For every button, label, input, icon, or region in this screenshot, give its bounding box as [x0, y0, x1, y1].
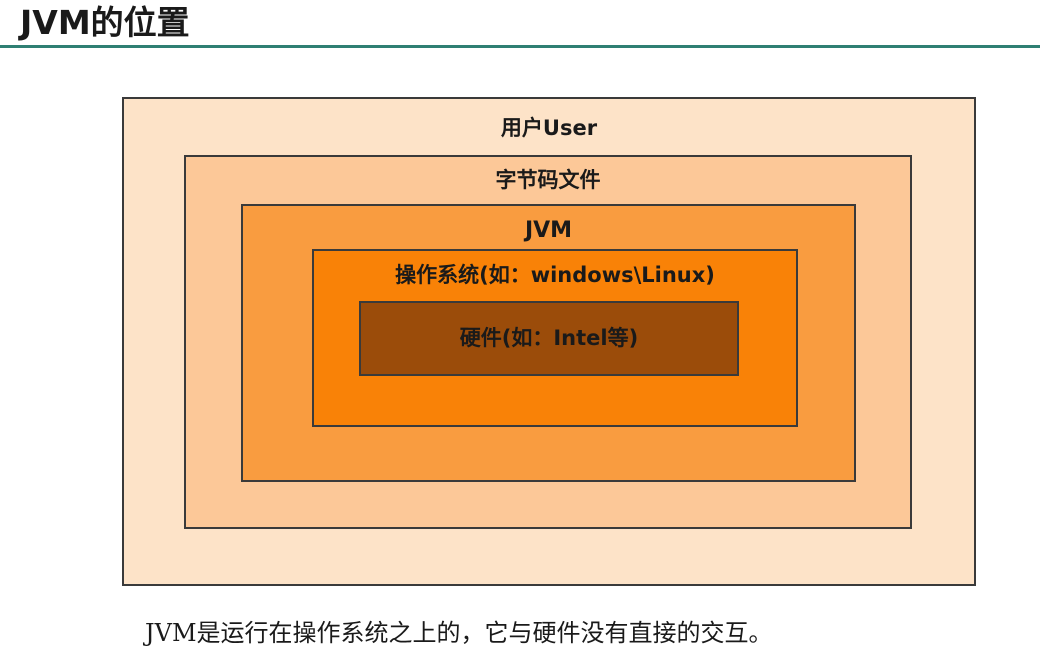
layer-hardware-label: 硬件(如：Intel等)	[459, 326, 639, 350]
layer-bytecode-label: 字节码文件	[495, 168, 601, 192]
layer-user-label: 用户User	[500, 116, 598, 140]
title-divider	[0, 45, 1040, 48]
layer-hardware: 硬件(如：Intel等)	[359, 301, 739, 376]
slide-title: JVM的位置	[20, 3, 190, 42]
slide-caption: JVM是运行在操作系统之上的，它与硬件没有直接的交互。	[145, 619, 773, 647]
layer-jvm-label: JVM	[524, 218, 573, 243]
layer-operating-system-label: 操作系统(如：windows\Linux)	[395, 263, 715, 287]
